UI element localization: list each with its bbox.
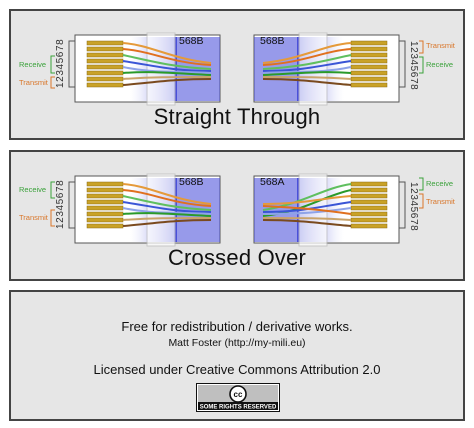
right-receive-label: Receive	[426, 60, 453, 69]
left-receive-bracket	[50, 55, 55, 74]
left-connector	[68, 173, 221, 247]
right-receive-label: Receive	[426, 179, 453, 188]
left-transmit-label: Transmit	[19, 78, 49, 87]
right-transmit-label: Transmit	[426, 41, 456, 50]
right-transmit-label: Transmit	[426, 197, 456, 206]
straight-through-diagram: 568B 12345678 Receive Transmit 568B 1234…	[19, 32, 456, 106]
right-wires	[262, 42, 352, 86]
svg-text:cc: cc	[234, 390, 243, 399]
left-gold-pins	[86, 40, 124, 88]
left-standard-label: 568B	[179, 176, 204, 188]
crossed-over-diagram: 568B 12345678 Receive Transmit 568A 1234…	[19, 173, 456, 247]
left-gold-pins	[86, 181, 124, 229]
author-credit: Matt Foster (http://my-mili.eu)	[168, 337, 306, 349]
left-receive-label: Receive	[19, 60, 46, 69]
left-wires	[122, 183, 212, 227]
license-panel: Free for redistribution / derivative wor…	[9, 290, 465, 421]
creative-commons-badge[interactable]: cc SOME RIGHTS RESERVED	[196, 383, 280, 412]
left-transmit-bracket	[50, 76, 55, 89]
right-transmit-bracket	[419, 40, 424, 54]
left-pin-numbers: 12345678	[55, 39, 66, 88]
left-wires	[122, 42, 212, 86]
left-receive-label: Receive	[19, 185, 46, 194]
right-pin-numbers: 12345678	[408, 41, 419, 90]
right-receive-bracket	[419, 177, 424, 191]
crossed-over-panel: 568B 12345678 Receive Transmit 568A 1234…	[9, 150, 465, 281]
badge-text: SOME RIGHTS RESERVED	[200, 405, 277, 411]
left-transmit-bracket	[50, 209, 55, 227]
right-standard-label: 568A	[260, 176, 285, 188]
left-pin-numbers: 12345678	[55, 180, 66, 229]
right-gold-pins	[350, 40, 388, 88]
left-transmit-label: Transmit	[19, 213, 49, 222]
crossed-over-title: Crossed Over	[167, 245, 307, 270]
left-connector	[68, 32, 221, 106]
cc-icon: cc	[229, 385, 247, 403]
right-connector	[253, 32, 406, 106]
right-standard-label: 568B	[260, 35, 285, 47]
left-standard-label: 568B	[179, 35, 204, 47]
right-receive-bracket	[419, 56, 424, 74]
redistribution-notice: Free for redistribution / derivative wor…	[121, 319, 353, 334]
license-statement[interactable]: Licensed under Creative Commons Attribut…	[93, 362, 381, 377]
straight-through-title: Straight Through	[153, 104, 321, 129]
left-receive-bracket	[50, 181, 55, 199]
right-pin-numbers: 12345678	[408, 182, 419, 231]
right-transmit-bracket	[419, 193, 424, 209]
right-connector	[253, 173, 406, 247]
straight-through-panel: 568B 12345678 Receive Transmit 568B 1234…	[9, 9, 465, 140]
right-wires	[262, 183, 352, 227]
